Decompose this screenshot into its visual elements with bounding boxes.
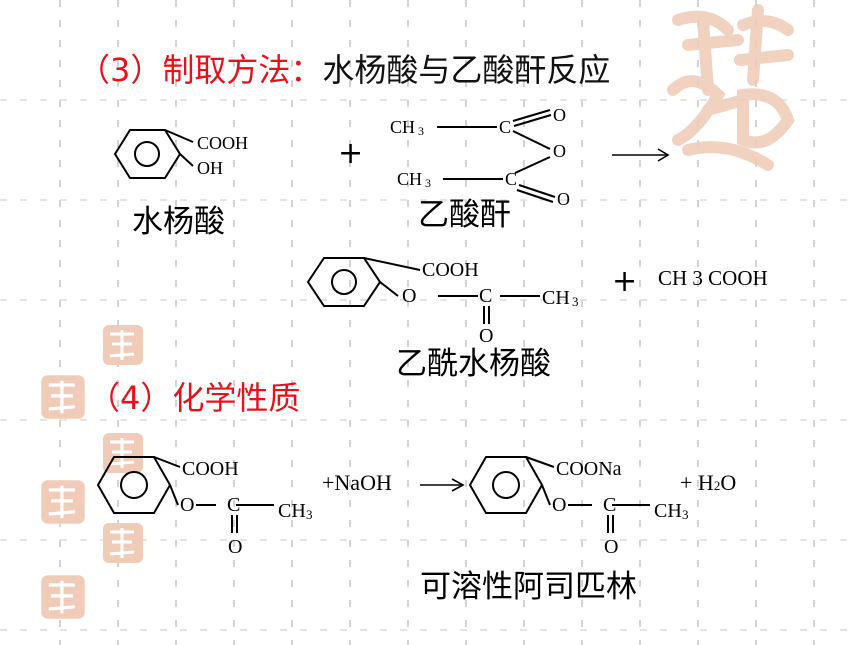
section-3-heading: （3）制取方法：水杨酸与乙酸酐反应 (78, 50, 610, 90)
seal-small-decoration (41, 480, 85, 524)
acetic-anhydride-name: 乙酸酐 (418, 197, 511, 233)
subscript-3: 3 (425, 176, 431, 190)
subscript-3: 3 (682, 507, 689, 522)
section-4-heading: （4）化学性质 (88, 378, 300, 418)
ch-label: CH (397, 169, 422, 189)
reaction-arrow (612, 148, 670, 162)
soluble-aspirin-name: 可溶性阿司匹林 (420, 569, 637, 605)
plus-sign: + (612, 264, 638, 299)
coona-label: COONa (556, 458, 622, 480)
aspirin-structure: COOH O C CH 3 O (96, 456, 313, 558)
seal-small-decoration (41, 375, 85, 419)
seal-small-decoration (103, 325, 143, 365)
cooh-label: COOH (182, 458, 239, 480)
water-subscript: 2 (713, 478, 721, 493)
seal-large-decoration (667, 4, 795, 171)
oxygen-label: O (553, 105, 566, 125)
section-3-label: （3）制取方法： (78, 51, 323, 89)
oxygen-label: O (604, 536, 618, 558)
ch-label: CH (278, 500, 306, 522)
water-byproduct: + H2O (680, 470, 736, 496)
water-h: H (697, 470, 714, 495)
reaction-arrow-2 (420, 478, 465, 492)
ch-label: CH (654, 500, 682, 522)
oxygen-label: O (180, 494, 194, 516)
oxygen-label: O (553, 141, 566, 161)
section-4-label: （4）化学性质 (88, 379, 301, 417)
seal-small-decoration (41, 575, 85, 619)
oxygen-label: O (479, 325, 493, 347)
salicylic-acid-name: 水杨酸 (132, 204, 225, 240)
plus-sign: + (322, 470, 335, 495)
oxygen-label: O (552, 494, 566, 516)
oxygen-label: O (402, 285, 416, 307)
sodium-acetylsalicylate-structure: COONa O C CH 3 O (468, 456, 689, 558)
carbon-label: C (227, 494, 240, 516)
subscript-3: 3 (418, 124, 424, 138)
oh-label: OH (197, 158, 223, 178)
section-3-title: 水杨酸与乙酸酐反应 (322, 51, 611, 89)
carbon-label: C (505, 169, 517, 189)
seal-small-decoration (103, 433, 143, 473)
acetic-acid-byproduct: CH 3 COOH (658, 266, 768, 290)
ch-label: CH (542, 287, 570, 309)
cooh-label: COOH (422, 259, 479, 281)
acetic-anhydride-structure: CH 3 C O O CH 3 C O (390, 105, 570, 209)
acetylsalicylic-acid-structure: COOH O C CH 3 O (306, 257, 579, 347)
oxygen-label: O (557, 189, 570, 209)
ch-label: CH (390, 117, 415, 137)
carbon-label: C (499, 117, 511, 137)
carbon-label: C (603, 494, 616, 516)
subscript-3: 3 (572, 294, 579, 309)
plus-sign: + (338, 136, 364, 171)
water-o: O (720, 470, 737, 495)
naoh-reagent: +NaOH (322, 470, 392, 496)
plus-sign: + (680, 470, 693, 495)
oxygen-label: O (228, 536, 242, 558)
naoh-label: NaOH (334, 470, 392, 495)
seal-small-decoration (103, 523, 143, 563)
cooh-label: COOH (197, 133, 248, 153)
subscript-3: 3 (306, 507, 313, 522)
carbon-label: C (479, 285, 492, 307)
acetylsalicylic-acid-name: 乙酰水杨酸 (396, 346, 551, 382)
salicylic-acid-structure: COOH OH (113, 129, 248, 179)
